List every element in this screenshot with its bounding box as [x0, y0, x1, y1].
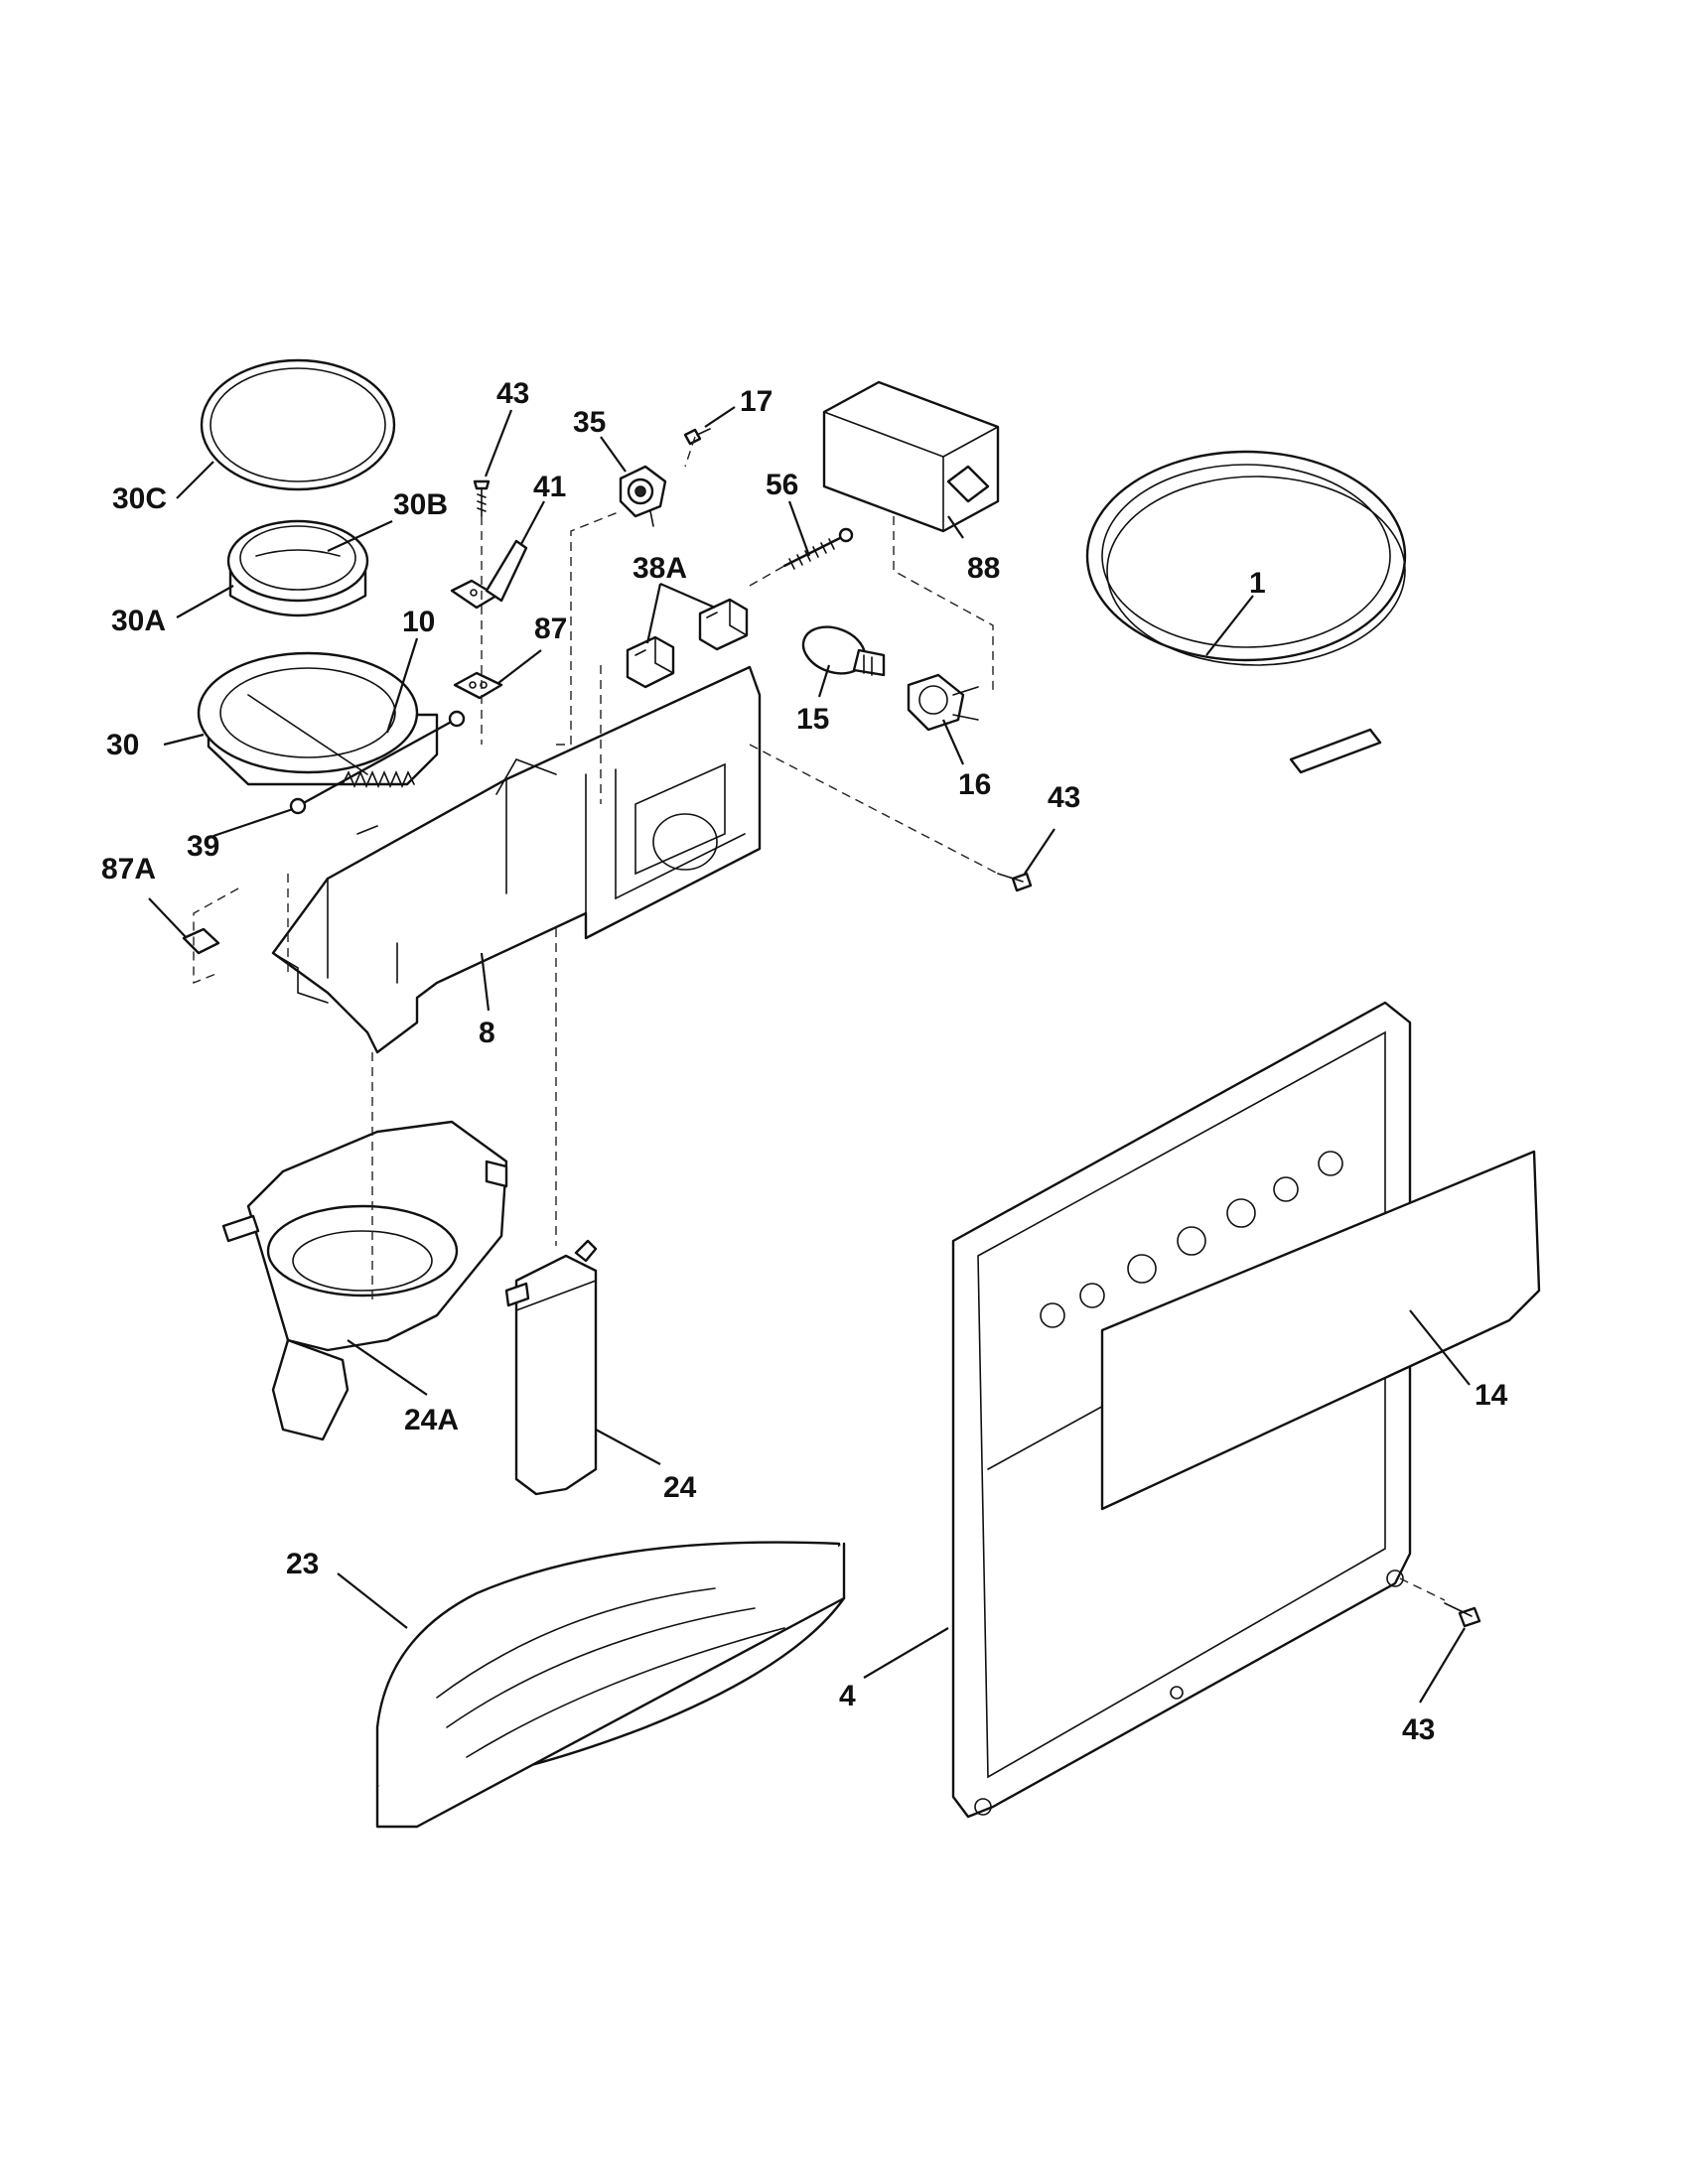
callout-43-right: 43: [1048, 781, 1080, 814]
part-87A-clip: [182, 927, 220, 955]
callout-10: 10: [402, 606, 435, 638]
part-39-rod: [289, 710, 466, 815]
callout-4: 4: [839, 1680, 856, 1712]
callout-87: 87: [534, 613, 567, 645]
callout-30A: 30A: [111, 605, 166, 637]
callout-56: 56: [766, 469, 798, 501]
part-16-socket: [907, 673, 979, 732]
callout-17: 17: [740, 385, 773, 418]
callout-39: 39: [187, 830, 219, 863]
part-14-panel-overlay: [1100, 1150, 1541, 1511]
part-87-plate: [453, 671, 503, 700]
callout-88: 88: [967, 552, 1000, 585]
callout-43-bottom: 43: [1402, 1713, 1435, 1746]
callout-24: 24: [663, 1471, 697, 1504]
callout-87A: 87A: [101, 853, 156, 886]
part-56-long-screw: [782, 527, 854, 570]
part-41-bracket: [450, 539, 528, 610]
callout-labels: 30C 30B 30A 30 10 39 87A 43 41 87 35 17 …: [101, 377, 1508, 1746]
part-35-actuator: [619, 465, 667, 527]
callout-38A: 38A: [633, 552, 687, 585]
part-30A-cover: [226, 519, 369, 617]
part-23-drip-tray: [375, 1541, 846, 1829]
part-30-ring-housing: [197, 651, 439, 786]
part-43-screw-right: [997, 872, 1033, 892]
part-17-screw: [683, 428, 711, 446]
part-43-screw-top: [473, 479, 491, 517]
callout-30: 30: [106, 729, 139, 761]
callout-43-top: 43: [496, 377, 529, 410]
callout-41: 41: [533, 471, 566, 503]
callout-30C: 30C: [112, 482, 167, 515]
part-24-flap: [504, 1239, 598, 1496]
part-10-spring: [342, 769, 415, 789]
callout-35: 35: [573, 406, 606, 439]
callout-1: 1: [1249, 567, 1266, 600]
part-8-dispenser-housing: [271, 665, 762, 1054]
part-43-screw-bottom: [1444, 1602, 1481, 1628]
callout-8: 8: [479, 1017, 495, 1049]
part-24A-funnel-chute: [221, 1120, 508, 1441]
callout-23: 23: [286, 1548, 319, 1580]
leader-lines: [148, 406, 1471, 1704]
part-38A-switch-left: [626, 635, 675, 689]
callout-15: 15: [796, 703, 829, 736]
part-30C-gasket-ring: [200, 358, 396, 491]
part-1-tubing-coil: [1085, 450, 1407, 774]
callout-16: 16: [958, 768, 991, 801]
part-88-box: [822, 380, 1000, 533]
part-38A-switch-right: [698, 598, 749, 651]
callout-14: 14: [1475, 1379, 1508, 1412]
assembly-guide-lines: [193, 436, 1446, 1601]
callout-30B: 30B: [393, 488, 448, 521]
part-15-bulb: [801, 625, 886, 677]
callout-24A: 24A: [404, 1404, 459, 1436]
